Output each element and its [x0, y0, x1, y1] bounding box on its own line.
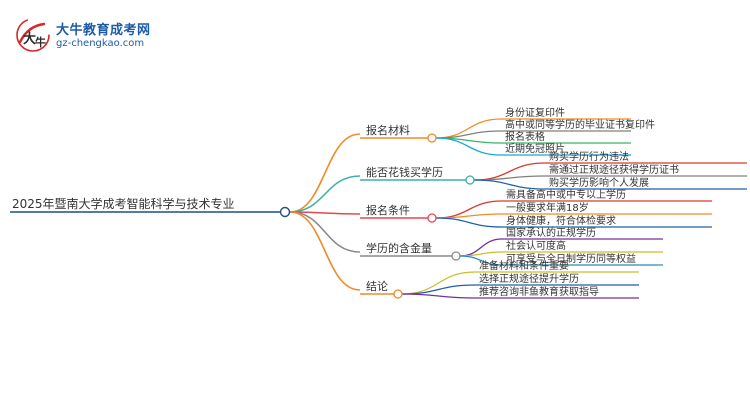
leaf-label: 社会认可度高 — [506, 239, 566, 252]
branch-link — [289, 175, 361, 213]
leaf-link — [435, 137, 502, 156]
branch-node-handle[interactable] — [427, 213, 437, 223]
branch-label: 学历的含金量 — [366, 241, 432, 255]
mind-map-nodes: 2025年暨南大学成考智能科学与技术专业 报名材料 身份证复印件高中或同等学历的毕业… — [10, 106, 679, 299]
leaf-link — [435, 217, 503, 228]
leaf-label: 近期免冠照片 — [505, 142, 565, 155]
logo-badge-icon: 大 牛 — [16, 18, 50, 52]
branch-node-handle[interactable] — [427, 133, 437, 143]
leaf-link — [401, 293, 476, 299]
root-node-label: 2025年暨南大学成考智能科学与技术专业 — [12, 196, 235, 211]
leaf-label: 需具备高中或中专以上学历 — [506, 188, 626, 201]
leaf-label: 报名表格 — [505, 130, 545, 143]
leaf-label: 国家承认的正规学历 — [506, 226, 596, 239]
branch-node-handle[interactable] — [465, 175, 475, 185]
leaf-label: 高中或同等学历的毕业证书复印件 — [505, 118, 655, 131]
svg-text:大: 大 — [23, 31, 36, 47]
leaf-label: 身体健康，符合体检要求 — [506, 214, 616, 227]
branch-node-handle[interactable] — [393, 289, 403, 299]
leaf-label: 需通过正规途径获得学历证书 — [549, 163, 679, 176]
leaf-label: 选择正规途径提升学历 — [479, 272, 579, 285]
branch-label: 报名条件 — [366, 203, 410, 217]
site-logo[interactable]: 大 牛 大牛教育成考网 gz-chengkao.com — [14, 16, 164, 56]
leaf-link — [435, 213, 503, 219]
leaf-label: 准备材料和条件重要 — [479, 259, 569, 272]
leaf-label: 一般要求年满18岁 — [506, 201, 589, 214]
leaf-label: 身份证复印件 — [505, 106, 565, 119]
leaf-link — [473, 175, 546, 181]
branch-label: 报名材料 — [366, 123, 410, 137]
leaf-link — [401, 271, 476, 295]
branch-link — [289, 211, 361, 215]
brand-url[interactable]: gz-chengkao.com — [56, 38, 145, 49]
brand-name: 大牛教育成考网 — [56, 23, 151, 38]
mind-map-links — [289, 118, 747, 299]
leaf-label: 购买学历行为违法 — [549, 150, 629, 163]
leaf-link — [459, 251, 503, 257]
root-node-handle[interactable] — [279, 206, 291, 218]
branch-label: 能否花钱买学历 — [366, 165, 443, 179]
branch-node-handle[interactable] — [451, 251, 461, 261]
branch-label: 结论 — [366, 279, 388, 293]
leaf-label: 购买学历影响个人发展 — [549, 176, 649, 189]
branch-link — [289, 133, 361, 213]
leaf-link — [459, 255, 503, 266]
leaf-label: 推荐咨询非鱼教育获取指导 — [479, 285, 599, 298]
leaf-link — [473, 179, 546, 190]
leaf-label: 可享受与全日制学历同等权益 — [506, 252, 636, 265]
branch-link — [289, 211, 361, 291]
branch-link — [289, 211, 361, 253]
svg-text:牛: 牛 — [35, 35, 46, 49]
